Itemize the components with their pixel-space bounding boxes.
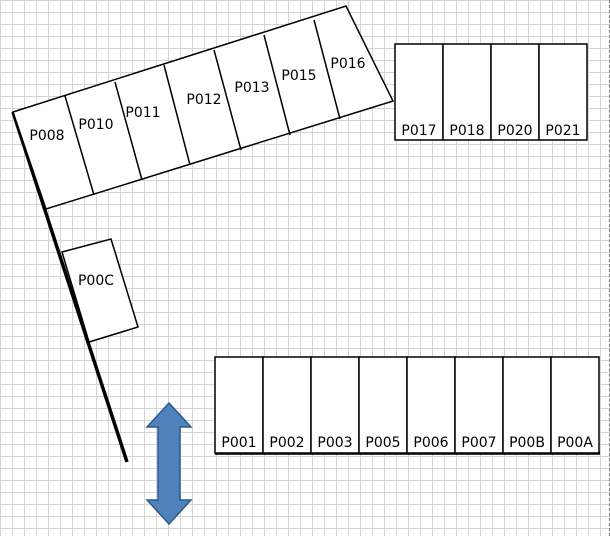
slot-label: P002 [269, 435, 304, 451]
slot-label: P012 [186, 92, 221, 108]
parking-slot[interactable]: P018 [442, 43, 492, 141]
parking-slot[interactable]: P005 [358, 356, 408, 454]
slot-label: P008 [29, 128, 64, 144]
slot-label: P00A [557, 435, 593, 451]
slot-divider [263, 34, 291, 136]
slot-divider [213, 49, 242, 151]
parking-slot[interactable]: P003 [310, 356, 360, 454]
bottom-slot-row: P001 P002 P003 P005 P006 P007 P00B P00A [214, 356, 600, 454]
slot-label: P013 [234, 80, 269, 96]
slot-label: P010 [78, 117, 113, 133]
slot-label: P016 [330, 56, 365, 72]
slot-label: P020 [497, 123, 532, 139]
slot-label: P021 [545, 123, 580, 139]
parking-slot[interactable]: P002 [262, 356, 312, 454]
parking-slot[interactable]: P00A [550, 356, 600, 454]
slot-label: P007 [461, 435, 496, 451]
slot-divider [64, 95, 95, 196]
slot-label: P015 [281, 68, 316, 84]
slot-label: P011 [125, 105, 160, 121]
slot-divider [313, 19, 341, 120]
slot-label: P00C [78, 273, 114, 289]
top-slot-row: P017 P018 P020 P021 [394, 43, 588, 141]
parking-slot[interactable]: P007 [454, 356, 504, 454]
slot-divider [163, 64, 191, 166]
double-vertical-arrow-icon [145, 401, 193, 526]
parking-slot[interactable]: P021 [538, 43, 588, 141]
slot-label: P005 [365, 435, 400, 451]
left-wall [11, 111, 129, 463]
angled-slot-row: P008 P010 P011 P012 P013 P015 P016 [12, 5, 395, 210]
slot-label: P006 [413, 435, 448, 451]
parking-slot[interactable]: P001 [214, 356, 264, 454]
slot-label: P017 [401, 123, 436, 139]
slot-label: P00B [509, 435, 545, 451]
parking-slot[interactable]: P00C [61, 238, 139, 343]
parking-slot[interactable]: P00B [502, 356, 552, 454]
parking-slot[interactable]: P006 [406, 356, 456, 454]
slot-label: P003 [317, 435, 352, 451]
slot-label: P001 [221, 435, 256, 451]
slot-divider [114, 81, 143, 181]
parking-slot[interactable]: P017 [394, 43, 444, 141]
angled-row-outline [12, 5, 395, 210]
parking-slot[interactable]: P020 [490, 43, 540, 141]
slot-label: P018 [449, 123, 484, 139]
